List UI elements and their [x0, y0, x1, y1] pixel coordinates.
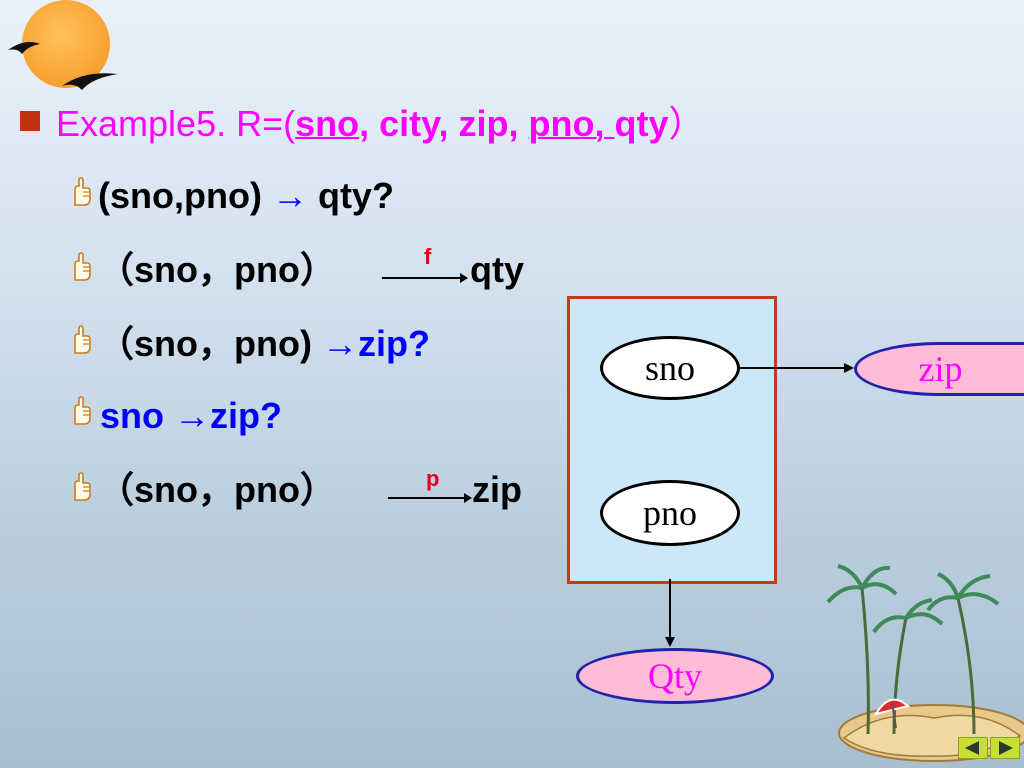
bullet-line-2-tail: qty	[470, 249, 524, 290]
arrow-icon: →	[174, 395, 211, 436]
pointing-hand-icon	[74, 472, 91, 501]
title-qty: qty	[614, 103, 669, 144]
slide-title: Example5. R=(sno, city, zip, pno, qty）	[56, 102, 705, 146]
fd-arrow-icon	[665, 579, 675, 647]
bullet-square	[20, 111, 40, 131]
title-pno: pno,	[528, 103, 615, 144]
zip-node: zip	[854, 342, 1024, 396]
arrow-icon: →	[271, 175, 308, 216]
pointing-hand-icon	[74, 396, 91, 425]
fd-arrow-icon	[740, 363, 854, 373]
bullet-line-5: （sno，pno）	[98, 469, 336, 510]
fd-label-p: p	[426, 466, 440, 491]
pno-node: pno	[600, 480, 740, 546]
bullet-line-4: sno →zip?	[100, 395, 282, 436]
title-attrs: , city, zip,	[359, 103, 529, 144]
nav-next-icon	[999, 741, 1013, 755]
qty-node: Qty	[576, 648, 774, 704]
title-close: ）	[668, 103, 705, 144]
bird-icon	[8, 42, 118, 90]
pointing-hand-icon	[74, 177, 91, 206]
nav-prev-icon	[965, 741, 979, 755]
arrow-icon: →	[321, 323, 358, 364]
pointing-hand-icon	[74, 252, 91, 281]
title-sno: sno	[295, 103, 360, 144]
bullet-line-5-tail: zip	[472, 469, 522, 510]
fd-arrow-icon	[382, 273, 468, 283]
title-prefix: Example5. R=(	[56, 103, 296, 144]
fd-arrow-icon	[388, 493, 472, 503]
bullet-line-3: （sno，pno) →zip?	[98, 323, 430, 364]
bullet-line-1: (sno,pno) → qty?	[98, 175, 394, 216]
nav-prev-button[interactable]	[958, 737, 988, 759]
bullet-line-2: （sno，pno）	[98, 249, 336, 290]
pointing-hand-icon	[74, 325, 91, 354]
sno-node: sno	[600, 336, 740, 400]
nav-next-button[interactable]	[990, 737, 1020, 759]
fd-label-f: f	[424, 244, 432, 269]
